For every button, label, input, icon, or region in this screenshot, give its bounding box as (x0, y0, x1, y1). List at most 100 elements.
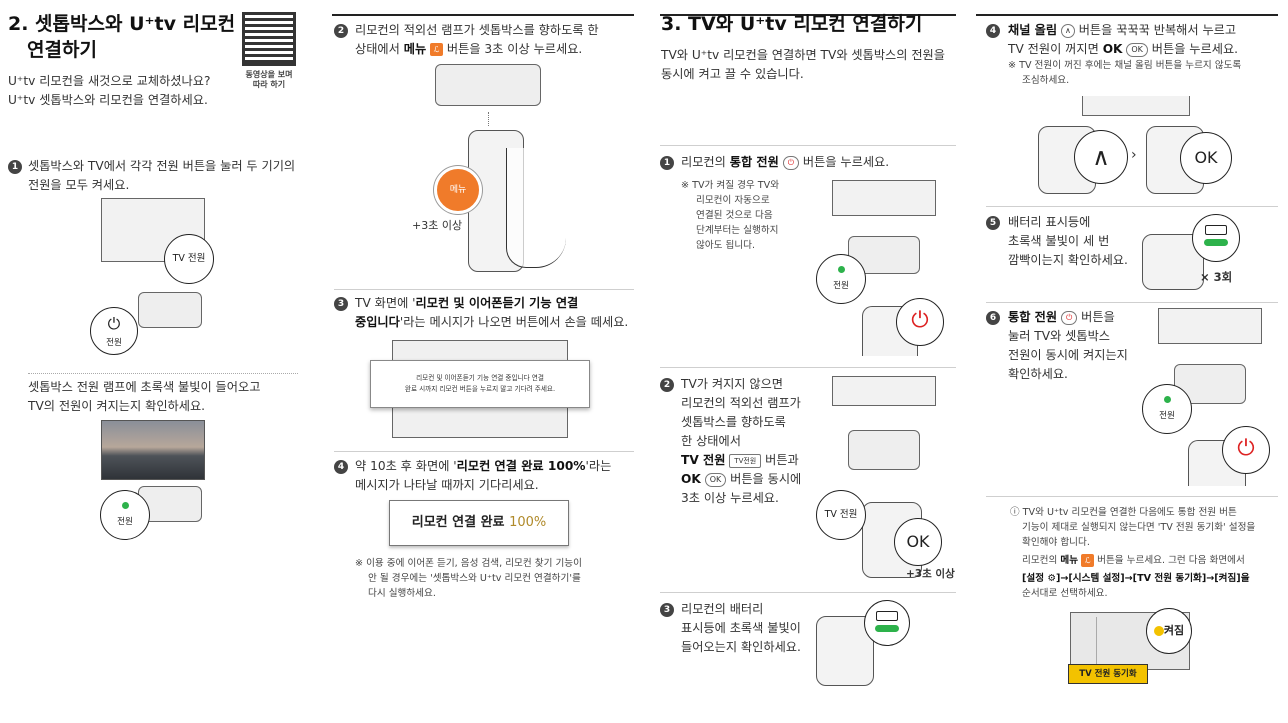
step6-text-3: 전원이 동시에 켜지는지 (1008, 348, 1128, 362)
text: 버튼을 (1081, 310, 1115, 324)
ok-bubble: OK (894, 518, 942, 566)
step1b-text-1: 셋톱박스 전원 램프에 초록색 불빛이 들어오고 (28, 380, 261, 394)
note-2: 조심하세요. (1022, 75, 1070, 86)
step3-text-1: TV 화면에 '리모컨 및 이어폰듣기 기능 연결 (355, 294, 578, 313)
msg-1: 리모컨 및 이어폰듣기 기능 연결 중입니다 연결 (416, 374, 544, 382)
tv-illustration (101, 198, 205, 262)
intro-1: TV와 U⁺tv 리모컨을 연결하면 TV와 셋톱박스의 전원을 (661, 48, 945, 62)
menu-icon: ℒ (430, 43, 444, 56)
menu-bold: 메뉴 (403, 42, 427, 56)
menu-button-zoom: 메뉴 (434, 166, 482, 214)
step5-text-1: 배터리 표시등에 (1008, 215, 1091, 229)
power-button-bubble: ⏻ (1222, 426, 1270, 474)
step5-text-2: 초록색 불빛이 세 번 (1008, 234, 1110, 248)
tv-power-bubble: TV 전원 (816, 490, 866, 540)
column-3: 3. TV와 U⁺tv 리모컨 연결하기 TV와 U⁺tv 리모컨을 연결하면 … (644, 0, 966, 723)
green-lamp-icon (1204, 239, 1228, 246)
text: 버튼을 동시에 (730, 472, 802, 486)
step2-text-1: 리모컨의 적외선 램프가 셋톱박스를 향하도록 한 (355, 23, 599, 37)
bold-text: TV 전원 (681, 453, 726, 467)
text: 버튼을 누르세요. 그런 다음 화면에서 (1097, 555, 1245, 566)
divider (660, 145, 956, 146)
power-lamp-bubble: 전원 (816, 254, 866, 304)
top-rule (660, 14, 956, 16)
text: 버튼을 누르세요. (1151, 42, 1239, 56)
step4-text-2: TV 전원이 꺼지면 OK OK 버튼을 누르세요. (1008, 40, 1238, 59)
toggle-on-icon (1153, 626, 1164, 636)
ir-dots (488, 112, 489, 126)
section-title: 2. 셋톱박스와 U⁺tv 리모컨 (8, 13, 236, 35)
hand-illustration (506, 148, 566, 268)
top-rule (332, 14, 634, 16)
battery-icon (876, 611, 898, 621)
text: TV 전원이 꺼지면 (1008, 42, 1099, 56)
step5-text-3: 깜빡이는지 확인하세요. (1008, 253, 1128, 267)
complete-label: 리모컨 연결 완료 (411, 515, 505, 530)
hold-label: +3초 이상 (906, 568, 955, 580)
divider (986, 206, 1278, 207)
divider (334, 451, 634, 452)
text: 리모컨의 (1022, 555, 1058, 566)
text: 버튼을 3초 이상 누르세요. (446, 42, 583, 56)
step3-text-1: 리모컨의 배터리 (681, 602, 764, 616)
tv-illustration (832, 180, 936, 216)
ok-bubble: OK (1180, 132, 1232, 184)
intro-2: U⁺tv 셋톱박스와 리모컨을 연결하세요. (8, 93, 208, 107)
note-1: ※ TV가 켜질 경우 TV와 (681, 180, 780, 191)
green-lamp-icon (875, 625, 899, 632)
bold-text: 메뉴 (1060, 555, 1079, 566)
ok-button-icon: OK (1126, 42, 1148, 57)
tv-mountain-illustration (101, 420, 205, 480)
note-1: ※ 이용 중에 이어폰 듣기, 음성 검색, 리모컨 찾기 기능이 (355, 558, 582, 569)
top-rule (976, 14, 1278, 16)
bold-text: 리모컨 및 이어폰듣기 기능 연결 (415, 296, 579, 310)
power-label: 전원 (106, 338, 122, 348)
channel-up-bubble: ∧ (1074, 130, 1128, 184)
on-bubble: 켜짐 (1146, 608, 1192, 654)
text: 리모컨의 (681, 155, 726, 169)
intro-2: 동시에 켜고 끌 수 있습니다. (661, 67, 804, 81)
bold-text: 통합 전원 (1008, 310, 1058, 324)
text: '라는 메시지가 나오면 버튼에서 손을 떼세요. (399, 315, 629, 329)
info-6: 순서대로 선택하세요. (1022, 588, 1108, 599)
intro-1: U⁺tv 리모컨을 새것으로 교체하셨나요? (8, 74, 211, 88)
info-4: 리모컨의 메뉴 ℒ 버튼을 누르세요. 그런 다음 화면에서 (1022, 553, 1245, 568)
power-button-icon: ⏻ (782, 155, 800, 170)
column-2: 2 리모컨의 적외선 램프가 셋톱박스를 향하도록 한 상태에서 메뉴 ℒ 버튼… (322, 0, 644, 723)
text: 약 10초 후 화면에 ' (355, 459, 457, 473)
step3-text-2: 표시등에 초록색 불빛이 (681, 621, 801, 635)
step-number: 1 (8, 160, 22, 174)
power-label: 전원 (1159, 411, 1175, 421)
info-1: ⓘ TV와 U⁺tv 리모컨을 연결한 다음에도 통합 전원 버튼 (1010, 507, 1237, 518)
green-lamp-icon (817, 265, 865, 276)
power-button-icon: ⏻ (1060, 310, 1078, 325)
note-4: 단계부터는 실행하지 (696, 225, 779, 236)
text: 버튼을 누르세요. (802, 155, 890, 169)
connecting-message: 리모컨 및 이어폰듣기 기능 연결 중입니다 연결 완료 시까지 리모컨 버튼을… (370, 360, 590, 408)
on-label: 켜짐 (1163, 624, 1185, 637)
bold-text: OK (681, 472, 701, 486)
tv-illustration-2 (832, 376, 936, 406)
tv-power-bubble: TV 전원 (164, 234, 214, 284)
step2-text-3: 셋톱박스를 향하도록 (681, 415, 786, 429)
bold-text: 통합 전원 (729, 155, 779, 169)
divider (334, 289, 634, 290)
section-title-2: 연결하기 (27, 39, 97, 61)
tv-illustration (1082, 96, 1190, 116)
text: '라는 (585, 459, 612, 473)
power-icon: ⏻ (107, 314, 121, 333)
step2-text-2: 리모컨의 적외선 램프가 (681, 396, 801, 410)
text: 버튼을 꾹꾹꾹 반복해서 누르고 (1078, 23, 1237, 37)
step3-text-2: 중입니다'라는 메시지가 나오면 버튼에서 손을 떼세요. (355, 313, 628, 332)
divider (28, 373, 298, 374)
step-number: 2 (334, 24, 348, 38)
divider (986, 496, 1278, 497)
settings-menu-list (1075, 617, 1097, 667)
power-button-bubble: ⏻ (896, 298, 944, 346)
step4-text-1: 채널 올림 ∧ 버튼을 꾹꾹꾹 반복해서 누르고 (1008, 21, 1236, 40)
complete-percent: 100% (509, 515, 547, 530)
tv-power-sync-label: TV 전원 동기화 (1068, 664, 1148, 684)
divider (660, 367, 956, 368)
bold-text: 리모컨 연결 완료 100% (456, 459, 586, 473)
